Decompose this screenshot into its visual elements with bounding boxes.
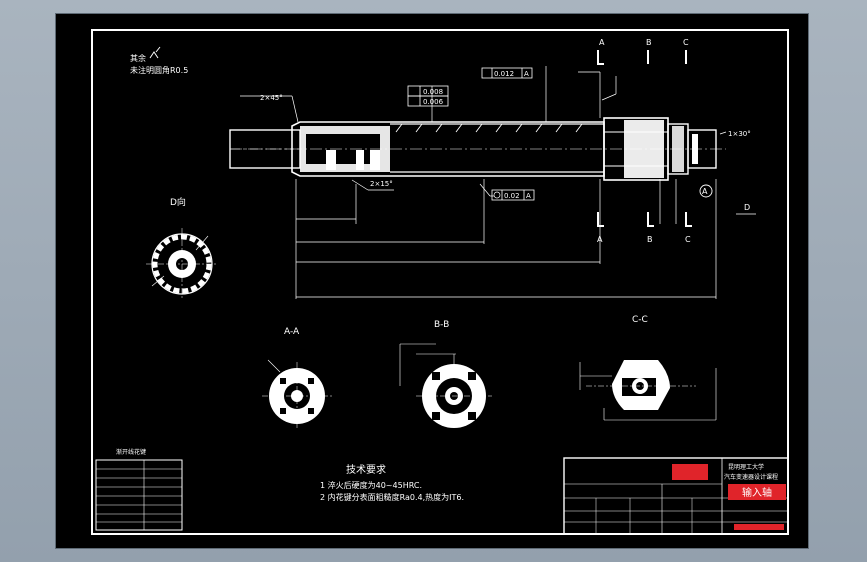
section-aa-label: A-A: [284, 327, 300, 337]
title-block: [563, 457, 789, 535]
cut-b-top: B: [646, 38, 652, 47]
section-cut-markers: [597, 50, 692, 227]
cut-a-top: A: [599, 38, 605, 47]
drawing-canvas: 其余 未注明圆角R0.5: [91, 29, 789, 535]
cut-c-bottom: C: [685, 235, 691, 244]
tol-concentric-datum: A: [526, 192, 531, 200]
view-d-label: D向: [170, 196, 186, 208]
note-label: 其余: [130, 53, 146, 63]
tol-parallel-value: 0.008: [423, 88, 443, 96]
cut-d-label: D: [744, 203, 750, 212]
view-d-drawing: [146, 228, 218, 300]
part-name: 输入轴: [742, 486, 772, 499]
shaft-main-view: [229, 117, 726, 181]
tolerance-frames: 0.008 0.006 0.012 A 0.02 A: [407, 67, 535, 201]
section-bb-drawing: [399, 343, 492, 428]
tech-title: 技术要求: [346, 463, 386, 476]
drawing-sheet: 其余 未注明圆角R0.5: [56, 14, 808, 548]
section-bb-label: B-B: [434, 320, 449, 330]
tol-runout-value: 0.012: [494, 70, 514, 78]
chamfer-right-label: 1×30°: [728, 130, 751, 138]
param-table: [95, 459, 183, 531]
param-table-title: 渐开线花键: [116, 448, 146, 456]
cut-c-top: C: [683, 38, 689, 47]
section-cc-drawing: [579, 360, 717, 421]
drawing-frame: [91, 29, 789, 535]
datum-a-circle: [699, 184, 713, 198]
datum-a-label: A: [702, 187, 708, 196]
title-company-2: 汽车变速器设计课程: [724, 473, 778, 481]
cut-b-bottom: B: [647, 235, 653, 244]
tol-flat-value: 0.006: [423, 98, 444, 106]
tech-req-1: 1 淬火后硬度为40~45HRC.: [320, 480, 422, 490]
tech-req-2: 2 内花键分表面粗糙度Ra0.4,热度为IT6.: [320, 492, 464, 502]
cut-a-bottom: A: [597, 235, 603, 244]
chamfer-mid-label: 2×15°: [370, 180, 393, 188]
tol-runout-datum: A: [524, 70, 529, 78]
section-aa-drawing: [262, 359, 332, 430]
section-cc-label: C-C: [632, 315, 648, 325]
title-company-1: 昆明理工大学: [728, 463, 764, 471]
tol-concentric-value: 0.02: [504, 192, 520, 200]
chamfer-left-label: 2×45°: [260, 94, 283, 102]
note-fillet: 未注明圆角R0.5: [130, 65, 188, 75]
dimension-lines: [240, 66, 727, 299]
roughness-symbol: [149, 46, 161, 59]
